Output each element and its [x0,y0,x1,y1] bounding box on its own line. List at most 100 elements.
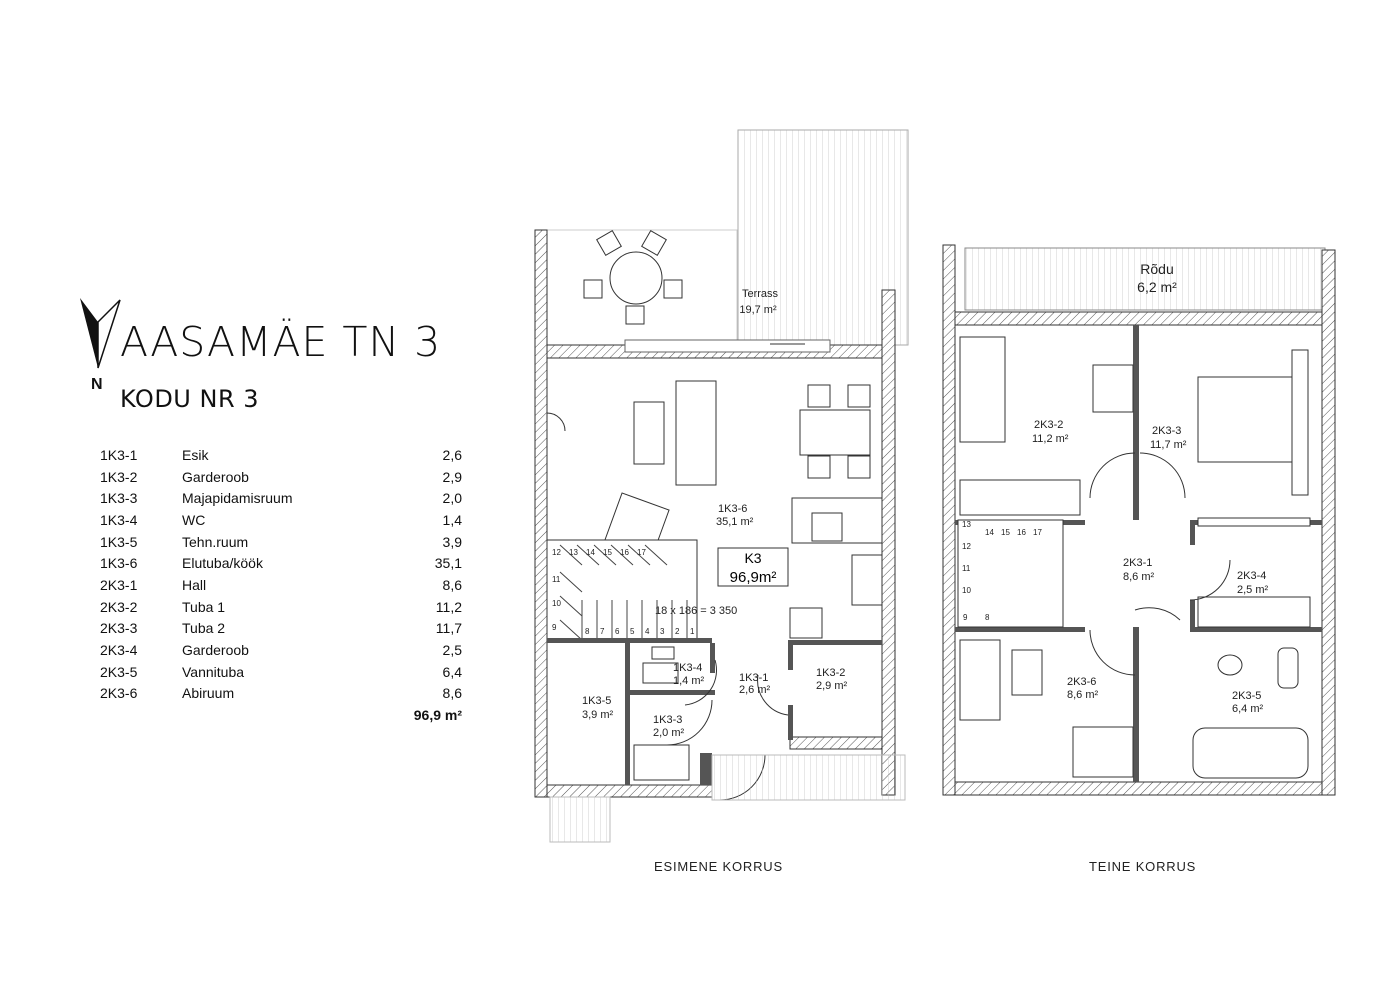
room-area: 3,9 m² [582,709,614,721]
room-code: 2K3-4 [100,642,138,659]
stair-step [593,544,617,566]
room-code: 1K3-1 [739,672,768,684]
room-area: 2,0 [442,490,462,507]
balcony-name: Rõdu [1140,261,1173,277]
room-name: Tuba 2 [182,620,226,637]
room-code: 2K3-4 [1237,570,1266,582]
stair-step-number: 1 [690,627,695,636]
stairs-note: 18 x 186 = 3 350 [655,605,737,617]
terrace-area-label: 19,7 m² [739,304,777,316]
second-floor-label: TEINE KORRUS [1089,859,1197,874]
room-code: 1K3-5 [100,533,138,550]
room-area: 2,5 m² [1237,584,1269,596]
stair-step-number: 16 [1017,528,1026,537]
stair-step-number: 10 [962,586,971,595]
room-name: Abiruum [182,685,235,702]
balcony-area: 6,2 m² [1137,279,1177,295]
terrace-name: Terrass [742,288,779,300]
room-name: Hall [182,576,207,593]
stair-step-number: 8 [585,627,590,636]
stair-step-number: 11 [962,564,971,573]
stair-step [610,544,634,566]
second-floor-plan: Rõdu 6,2 m² [942,244,1336,796]
stair-step [559,619,583,641]
room-code: 2K3-6 [1067,676,1096,688]
room-code: 2K3-3 [1152,425,1181,437]
room-area: 2,9 m² [816,680,848,692]
room-code: 1K3-5 [582,695,611,707]
room-area: 2,5 [442,642,462,659]
stair-step-number: 12 [962,542,971,551]
stair-step [644,544,668,566]
room-name: Vannituba [182,663,245,680]
room-code: 1K3-2 [816,667,845,679]
wall [881,289,896,796]
wall [954,781,1323,796]
room-area: 2,6 [442,446,462,463]
stair-step [559,544,583,566]
patio-chairs [583,230,683,325]
upper-furniture [959,336,1311,779]
room-code: 1K3-2 [100,468,138,485]
wall [942,244,956,796]
room-row: 2K3-5 Vannituba 6,4 [100,661,462,683]
stair-step [559,571,583,593]
service-porch [549,796,611,843]
room-area: 2,6 m² [739,684,771,696]
stair-step-number: 4 [645,627,650,636]
toilet [642,662,679,684]
room-code: 1K3-3 [100,490,138,507]
room-area: 8,6 [442,576,462,593]
unit-area: 96,9m² [730,569,777,586]
stair-step [627,544,651,566]
north-letter: N [91,376,103,393]
stair-step-number: 13 [569,548,578,557]
total-area: 96,9 m² [413,707,462,724]
unit-name: K3 [744,550,761,566]
stair-step-number: 8 [985,613,990,622]
balcony [964,247,1326,311]
room-area: 6,4 [442,663,462,680]
room-code: 1K3-3 [653,714,682,726]
room-code: 2K3-2 [1034,419,1063,431]
wall [546,784,713,798]
terrace-deck [737,129,909,346]
room-area: 8,6 m² [1123,571,1155,583]
room-area: 8,6 m² [1067,689,1099,701]
room-area: 2,0 m² [653,727,685,739]
first-floor-plan: Terrass 19,7 m² 18 x 186 = 3 350 1234567… [534,129,909,843]
stair-step-number: 11 [552,575,561,584]
stair-step [576,544,600,566]
stair-step-number: 5 [630,627,635,636]
stair-step-number: 13 [962,520,971,529]
room-code: 2K3-5 [100,663,138,680]
room-name: WC [182,511,206,528]
room-code: 2K3-3 [100,620,138,637]
patio-table [609,251,663,305]
entrance-porch [711,754,906,801]
room-code: 2K3-2 [100,598,138,615]
room-area: 11,7 m² [1150,439,1187,451]
room-code: 2K3-1 [1123,557,1152,569]
first-floor-label: ESIMENE KORRUS [654,859,783,874]
stair-step-number: 14 [586,548,595,557]
wall [534,229,548,798]
stair-step-number: 15 [603,548,612,557]
room-name: Tuba 1 [182,598,226,615]
room-name: Esik [182,446,209,463]
room-area: 11,2 m² [1032,433,1069,445]
room-code: 1K3-6 [100,555,138,572]
stair-step-number: 12 [552,548,561,557]
stair-step-number: 17 [1033,528,1042,537]
stair-step-number: 7 [600,627,605,636]
